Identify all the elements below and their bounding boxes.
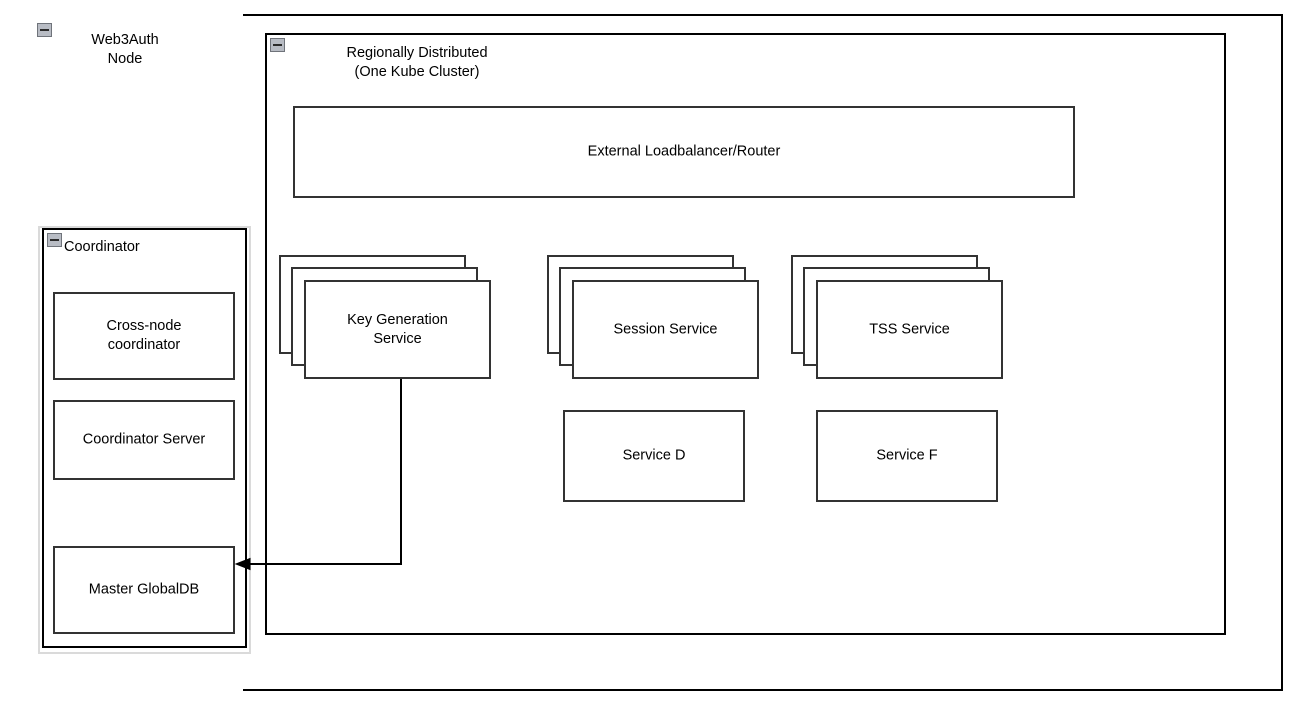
key-generation-service-replica-front[interactable]: Key Generation Service [304, 280, 491, 379]
cross-node-coordinator-box[interactable]: Cross-node coordinator [53, 292, 235, 380]
session-service-label: Session Service [613, 321, 718, 337]
collapse-minus-icon[interactable] [47, 233, 62, 247]
key-generation-service-stack[interactable]: Key Generation Service [279, 255, 491, 379]
service-d-label: Service D [622, 447, 686, 464]
session-service-replica-front[interactable]: Session Service [572, 280, 759, 379]
collapse-minus-icon[interactable] [270, 38, 285, 52]
tss-service-label: TSS Service [869, 321, 950, 337]
tss-service-replica-front[interactable]: TSS Service [816, 280, 1003, 379]
key-generation-service-label: Key Generation Service [347, 311, 448, 347]
coordinator-server-box[interactable]: Coordinator Server [53, 400, 235, 480]
master-globaldb-label: Master GlobalDB [88, 581, 200, 598]
master-globaldb-box[interactable]: Master GlobalDB [53, 546, 235, 634]
external-loadbalancer-router-box[interactable]: External Loadbalancer/Router [293, 106, 1075, 198]
tss-service-stack[interactable]: TSS Service [791, 255, 1003, 379]
cross-node-coordinator-label: Cross-node coordinator [106, 318, 182, 353]
service-f-label: Service F [876, 447, 938, 464]
coordinator-server-label: Coordinator Server [82, 431, 206, 448]
collapse-minus-icon[interactable] [37, 23, 52, 37]
service-d-box[interactable]: Service D [563, 410, 745, 502]
service-f-box[interactable]: Service F [816, 410, 998, 502]
external-loadbalancer-router-label: External Loadbalancer/Router [587, 143, 781, 160]
session-service-stack[interactable]: Session Service [547, 255, 759, 379]
